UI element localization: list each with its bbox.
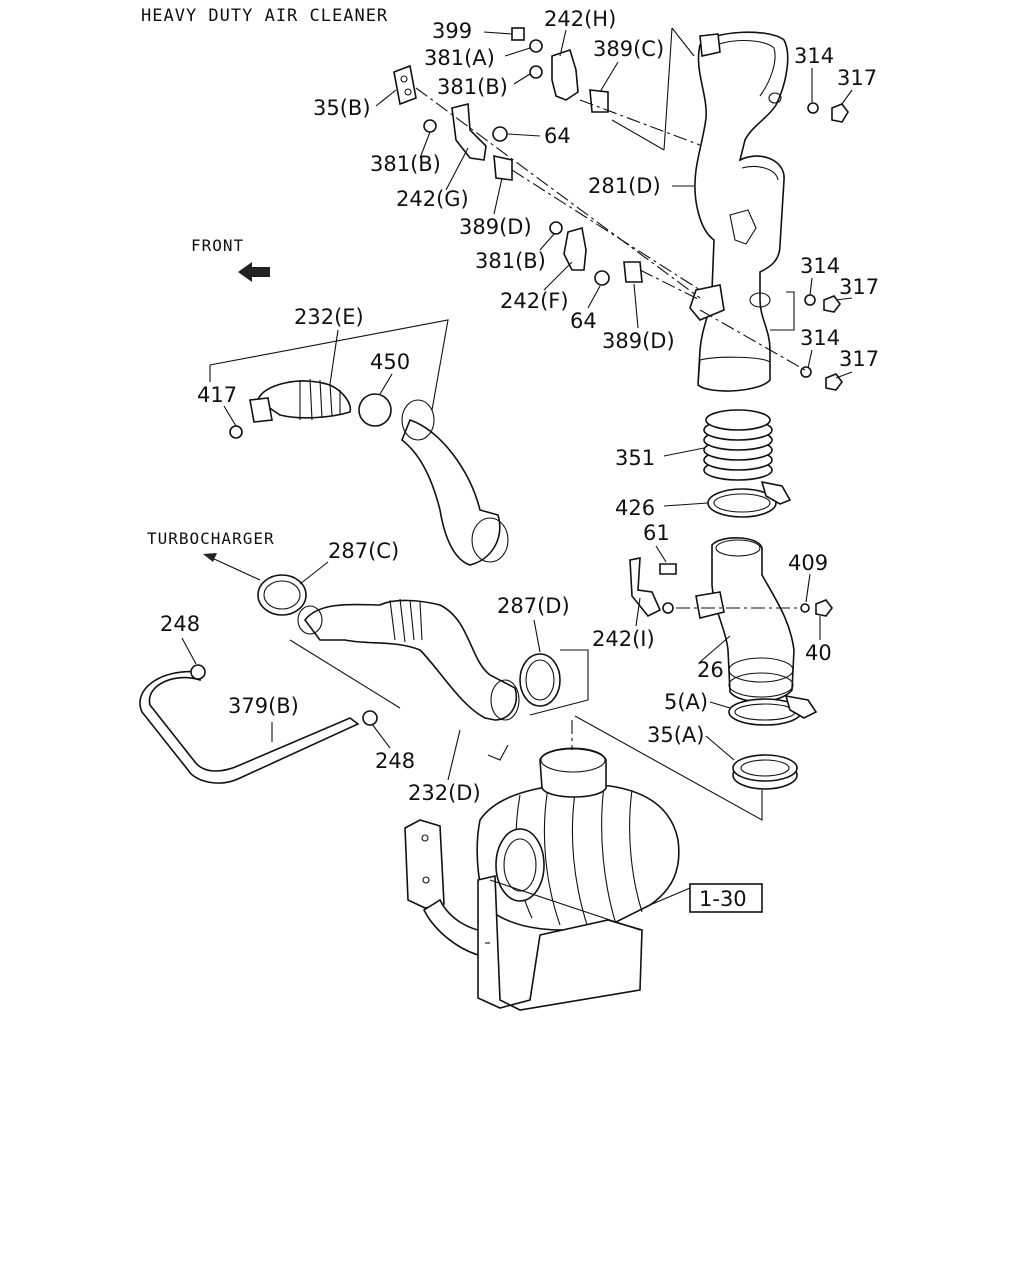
bracket-35b bbox=[393, 64, 417, 106]
callout-379b: 379(B) bbox=[228, 694, 299, 718]
callout-287c: 287(C) bbox=[328, 539, 399, 563]
callout-40: 40 bbox=[805, 641, 832, 665]
callout-409: 409 bbox=[788, 551, 828, 575]
front-direction-indicator: FRONT bbox=[191, 236, 270, 282]
clamp-417 bbox=[229, 425, 243, 439]
callout-labels: 399 242(H) 381(A) 389(C) 314 317 381(B) … bbox=[160, 7, 879, 805]
nut-317-low bbox=[825, 373, 843, 391]
callout-35b: 35(B) bbox=[313, 96, 371, 120]
front-label: FRONT bbox=[191, 236, 244, 255]
duct-bracket bbox=[689, 284, 725, 321]
nut-317-mid bbox=[823, 295, 841, 313]
front-arrow-icon bbox=[238, 262, 270, 282]
upper-bracket-hardware bbox=[393, 27, 849, 391]
callout-232d: 232(D) bbox=[408, 781, 481, 805]
bracket-242h bbox=[551, 48, 579, 101]
callout-242f: 242(F) bbox=[500, 289, 569, 313]
elbow-26 bbox=[695, 537, 795, 703]
callout-61: 61 bbox=[643, 521, 670, 545]
leader-lines bbox=[181, 29, 853, 781]
washer-409 bbox=[800, 603, 810, 613]
duct-top-tab bbox=[699, 33, 721, 57]
callout-248-right: 248 bbox=[375, 749, 415, 773]
callout-381a: 381(A) bbox=[424, 46, 495, 70]
callout-381b-lower: 381(B) bbox=[475, 249, 546, 273]
callout-417: 417 bbox=[197, 383, 237, 407]
hose-232e bbox=[229, 378, 509, 566]
callout-314-top: 314 bbox=[794, 44, 834, 68]
bracket-242g bbox=[451, 102, 487, 161]
nut-40 bbox=[815, 599, 833, 617]
bolt-64-upper bbox=[492, 126, 508, 142]
callout-317-mid: 317 bbox=[839, 275, 879, 299]
group-bracket-232e bbox=[209, 319, 449, 411]
intake-duct-281d bbox=[694, 31, 789, 392]
clamp-248-left bbox=[190, 664, 206, 680]
washer-314-mid bbox=[804, 294, 816, 306]
callout-381b-top: 381(B) bbox=[437, 75, 508, 99]
clamp-426 bbox=[707, 480, 792, 518]
turbocharger-label: TURBOCHARGER bbox=[147, 529, 275, 548]
mount-389d-upper bbox=[493, 154, 513, 181]
callout-232e: 232(E) bbox=[294, 305, 364, 329]
mount-389c bbox=[589, 89, 609, 113]
callout-242h: 242(H) bbox=[544, 7, 616, 31]
callout-317-low: 317 bbox=[839, 347, 879, 371]
callout-389d-upper: 389(D) bbox=[459, 215, 532, 239]
callout-351: 351 bbox=[615, 446, 655, 470]
callout-281d: 281(D) bbox=[588, 174, 661, 198]
callout-26: 26 bbox=[697, 658, 724, 682]
callout-317-top: 317 bbox=[837, 66, 877, 90]
callout-450: 450 bbox=[370, 350, 410, 374]
ring-450 bbox=[358, 393, 392, 427]
clamp-248-right bbox=[362, 710, 378, 726]
seal-35a bbox=[732, 754, 798, 790]
callout-426: 426 bbox=[615, 496, 655, 520]
mount-389d-lower bbox=[623, 261, 643, 283]
hose-232d bbox=[257, 574, 561, 721]
bolt-61 bbox=[659, 563, 677, 575]
callout-64-upper: 64 bbox=[544, 124, 571, 148]
turbocharger-direction-indicator: TURBOCHARGER bbox=[147, 529, 275, 581]
washer-381b bbox=[529, 65, 543, 79]
reference-box: 1-30 bbox=[689, 883, 763, 913]
reference-box-label: 1-30 bbox=[699, 887, 747, 911]
washer-381b-lower bbox=[549, 221, 563, 235]
bolt-64-lower bbox=[594, 270, 610, 286]
callout-314-mid: 314 bbox=[800, 254, 840, 278]
air-cleaner-body bbox=[404, 747, 680, 1011]
callout-314-low: 314 bbox=[800, 326, 840, 350]
callout-242i: 242(I) bbox=[592, 627, 655, 651]
washer-381a bbox=[529, 39, 543, 53]
assembly-lines-upper bbox=[415, 27, 806, 371]
callout-287d: 287(D) bbox=[497, 594, 570, 618]
turbocharger-arrow-icon bbox=[203, 553, 217, 562]
hose-379b bbox=[139, 664, 378, 784]
callout-5a: 5(A) bbox=[664, 690, 708, 714]
nut-399 bbox=[511, 27, 525, 41]
diagram-title: HEAVY DUTY AIR CLEANER bbox=[141, 6, 388, 26]
washer-314-top bbox=[807, 102, 819, 114]
washer-381b-left bbox=[423, 119, 437, 133]
nut-317-top bbox=[831, 103, 849, 123]
bracket-242i bbox=[629, 557, 677, 618]
callout-389d-lower: 389(D) bbox=[602, 329, 675, 353]
callout-381b-left: 381(B) bbox=[370, 152, 441, 176]
bellows-351 bbox=[703, 409, 773, 481]
mount-bracket-left bbox=[404, 819, 445, 909]
callout-389c: 389(C) bbox=[593, 37, 664, 61]
callout-399: 399 bbox=[432, 19, 472, 43]
clamp-5a bbox=[728, 694, 818, 726]
callout-242g: 242(G) bbox=[396, 187, 469, 211]
callout-248-left: 248 bbox=[160, 612, 200, 636]
callout-35a: 35(A) bbox=[647, 723, 704, 747]
callout-64-lower: 64 bbox=[570, 309, 597, 333]
bracket-242f bbox=[563, 226, 587, 271]
